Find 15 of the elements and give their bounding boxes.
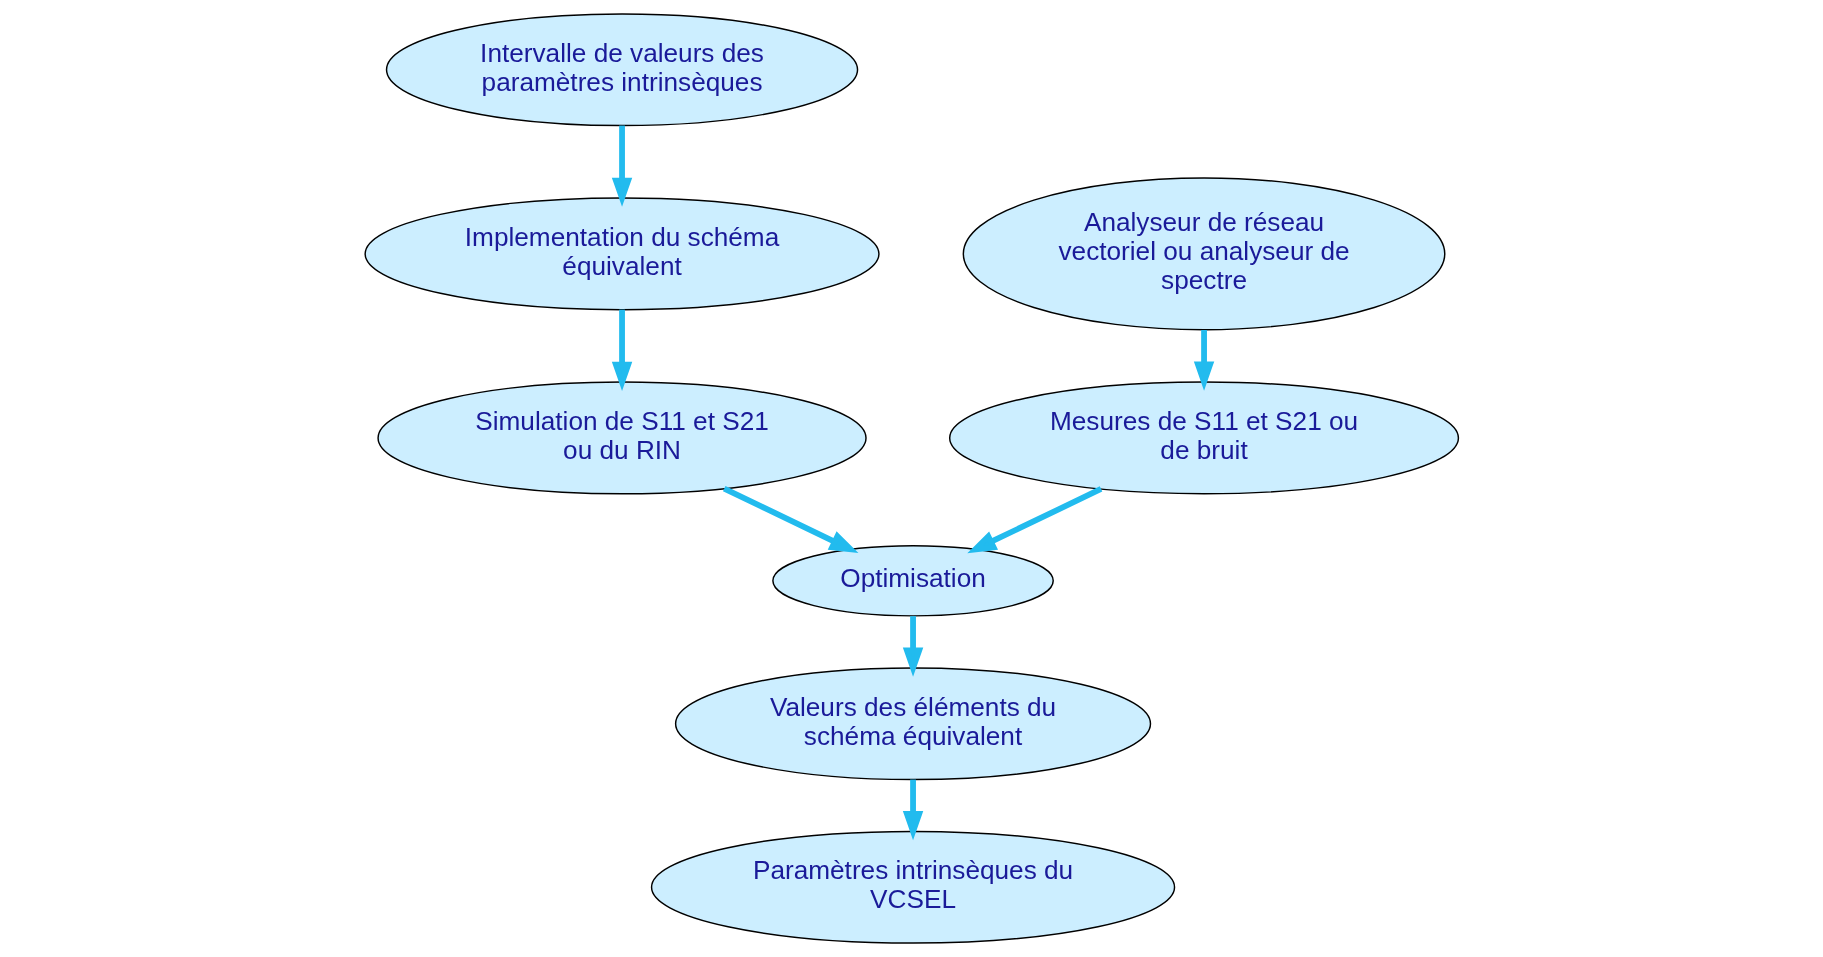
node-ellipse: Simulation de S11 et S21 ou du RIN [377,381,867,495]
node-ellipse: Optimisation [772,545,1054,617]
node-ellipse: Intervalle de valeurs des paramètres intrinsèques [385,13,859,127]
node-ellipse: Mesures de S11 et S21 ou de bruit [948,381,1460,495]
arrow [967,486,1103,554]
node-ellipse: Paramètres intrinsèques du VCSEL [650,830,1176,944]
node-ellipse: Analyseur de réseau vectoriel ou analyseur de spectre [962,177,1446,331]
node-ellipse: Implementation du schéma équivalent [364,197,880,311]
arrow [611,309,633,391]
arrow [902,616,924,677]
arrow [1193,330,1215,391]
node-ellipse: Valeurs des éléments du schéma équivalent [674,667,1152,781]
arrow [722,485,859,554]
arrow [611,125,633,207]
arrow [902,779,924,841]
